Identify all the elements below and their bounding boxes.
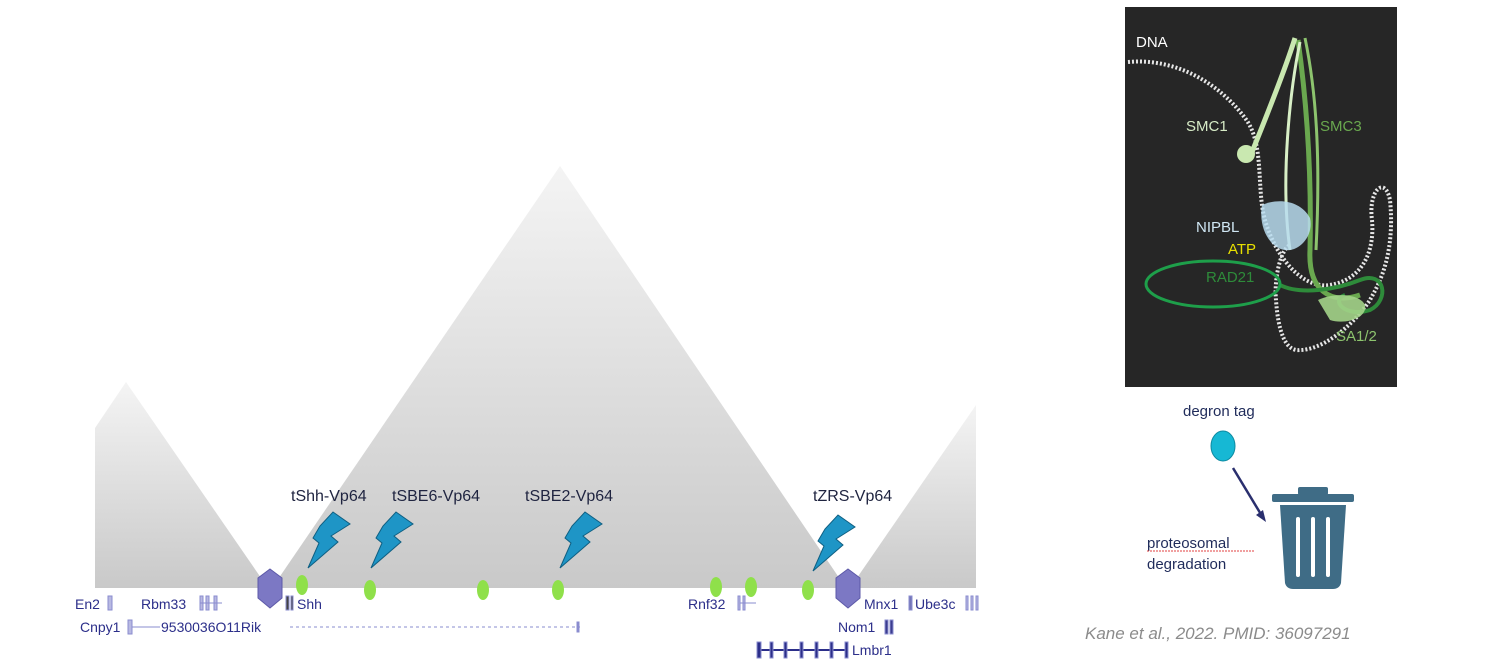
structure-label-nipbl: NIPBL [1196,219,1239,236]
tad-triangle-right [850,405,976,588]
lightning-bolt-icon [307,511,351,569]
gene-label-en2: En2 [75,596,100,612]
activator-label-tshh: tShh-Vp64 [291,488,367,505]
enhancer [364,580,376,600]
lightning-bolt-icon [812,514,856,572]
cohesin-structure-panel [1125,7,1397,387]
enhancer [710,577,722,597]
arrow-head [1256,510,1266,522]
enhancer [296,575,308,595]
gene-label-shh: Shh [297,596,322,612]
enhancer [802,580,814,600]
ctcf-hexagon-left [257,568,283,609]
structure-label-dna: DNA [1136,34,1168,51]
degradation-label-line1: proteosomal [1147,535,1230,552]
citation: Kane et al., 2022. PMID: 36097291 [1085,624,1351,643]
degradation-label-line2: degradation [1147,556,1226,573]
structure-label-rad21: RAD21 [1206,269,1254,286]
structure-label-smc3: SMC3 [1320,118,1362,135]
enhancers [296,575,814,600]
sa-blob [1318,295,1366,322]
degron-tag-label: degron tag [1183,403,1255,420]
tad-triangle-left [95,382,268,588]
lightning-icons [307,511,856,572]
smc1-head [1237,145,1255,163]
lightning-bolt-icon [370,511,414,569]
activator-label-tsbe6: tSBE6-Vp64 [392,488,480,505]
lightning-bolt-icon [559,511,603,569]
smc1-coil [1249,37,1298,153]
enhancer [477,580,489,600]
gene-label-cnpy1: Cnpy1 [80,619,121,635]
gene-label-9530036o11rik: 9530036O11Rik [161,619,262,635]
gene-label-rbm33: Rbm33 [141,596,186,612]
gene-label-nom1: Nom1 [838,619,876,635]
gene-label-ube3c: Ube3c [915,596,955,612]
gene-track [107,595,979,659]
enhancer [552,580,564,600]
activator-label-tsbe2: tSBE2-Vp64 [525,488,613,505]
ctcf-hexagon-right [835,568,861,609]
trash-can-icon [1272,487,1354,589]
structure-label-atp: ATP [1228,241,1256,258]
gene-label-rnf32: Rnf32 [688,596,726,612]
structure-label-sa12: SA1/2 [1336,328,1377,345]
degron-tag-icon [1210,430,1236,462]
rad21-ellipse [1144,259,1282,309]
gene-label-lmbr1: Lmbr1 [852,642,892,658]
structure-label-smc1: SMC1 [1186,118,1228,135]
degradation-arrow [1231,467,1264,517]
tad-triangle-center [272,166,846,588]
gene-label-mnx1: Mnx1 [864,596,898,612]
enhancer [745,577,757,597]
activator-label-tzrs: tZRS-Vp64 [813,488,892,505]
smc3-coil-2 [1303,37,1320,251]
nipbl-blob [1261,201,1311,251]
